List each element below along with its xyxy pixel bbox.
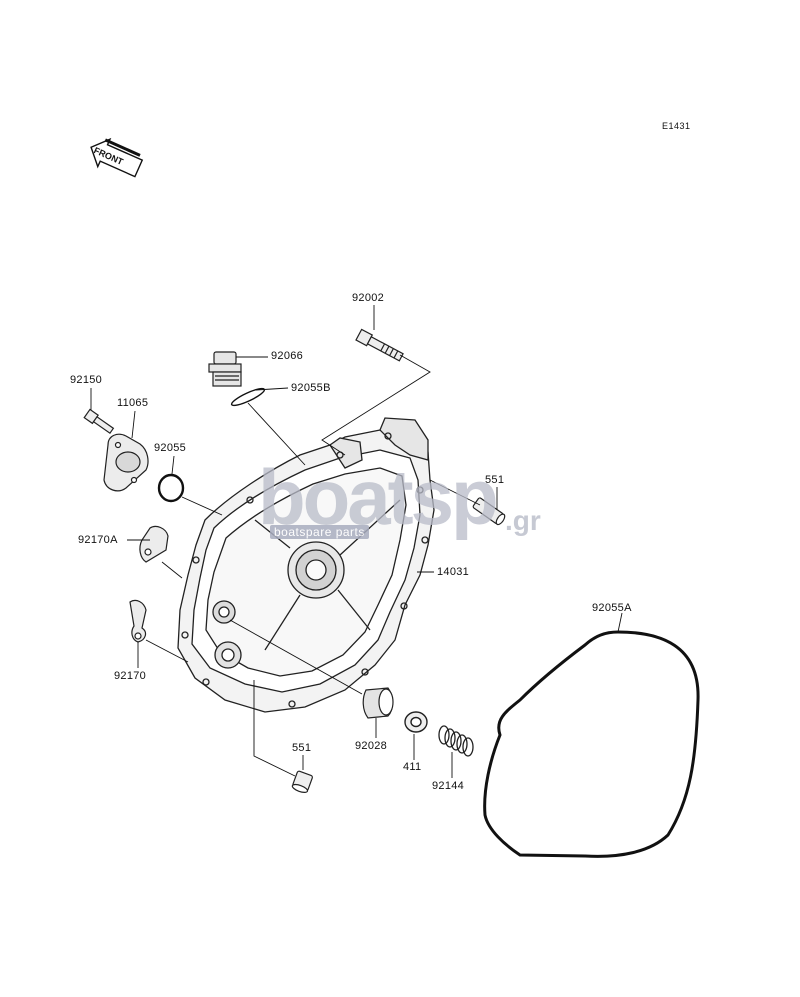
dowel-pin-551-upper: [472, 497, 506, 526]
part-label-11065: 11065: [117, 397, 149, 409]
part-label-92144: 92144: [432, 780, 465, 792]
part-label-92170: 92170: [114, 670, 147, 682]
plug-92066: [208, 351, 242, 387]
part-label-551-lower: 551: [292, 742, 312, 754]
clamp-92170A: [139, 525, 169, 563]
plate-11065: [103, 433, 149, 492]
spring-92144: [438, 725, 474, 757]
o-ring-92055: [157, 473, 185, 503]
part-label-411: 411: [403, 761, 422, 773]
gasket-92055A: [483, 630, 700, 858]
washer-411: [404, 711, 428, 733]
part-label-92150: 92150: [70, 374, 103, 386]
part-label-92055B: 92055B: [291, 382, 331, 394]
part-label-92002: 92002: [352, 292, 385, 304]
part-label-92055: 92055: [154, 442, 187, 454]
watermark-tld: .gr: [505, 505, 541, 536]
diagram-code: E1431: [662, 121, 691, 131]
part-label-92028: 92028: [355, 740, 388, 752]
part-label-92066: 92066: [271, 350, 304, 362]
front-arrow-icon: FRONT: [90, 137, 144, 178]
part-label-92055A: 92055A: [592, 602, 632, 614]
bolt-92002: [355, 328, 404, 362]
bolt-92150: [83, 408, 115, 435]
dowel-pin-551-lower: [291, 770, 313, 793]
part-label-14031: 14031: [437, 566, 470, 578]
leader-lines: [90, 305, 623, 778]
part-label-92170A: 92170A: [78, 534, 118, 546]
watermark-subtitle: boatspare parts: [270, 525, 369, 539]
bushing-92028: [362, 687, 394, 719]
o-ring-92055B: [230, 387, 266, 407]
part-label-551-upper: 551: [485, 474, 505, 486]
clutch-housing-14031: [177, 417, 435, 713]
clamp-92170: [129, 599, 147, 643]
